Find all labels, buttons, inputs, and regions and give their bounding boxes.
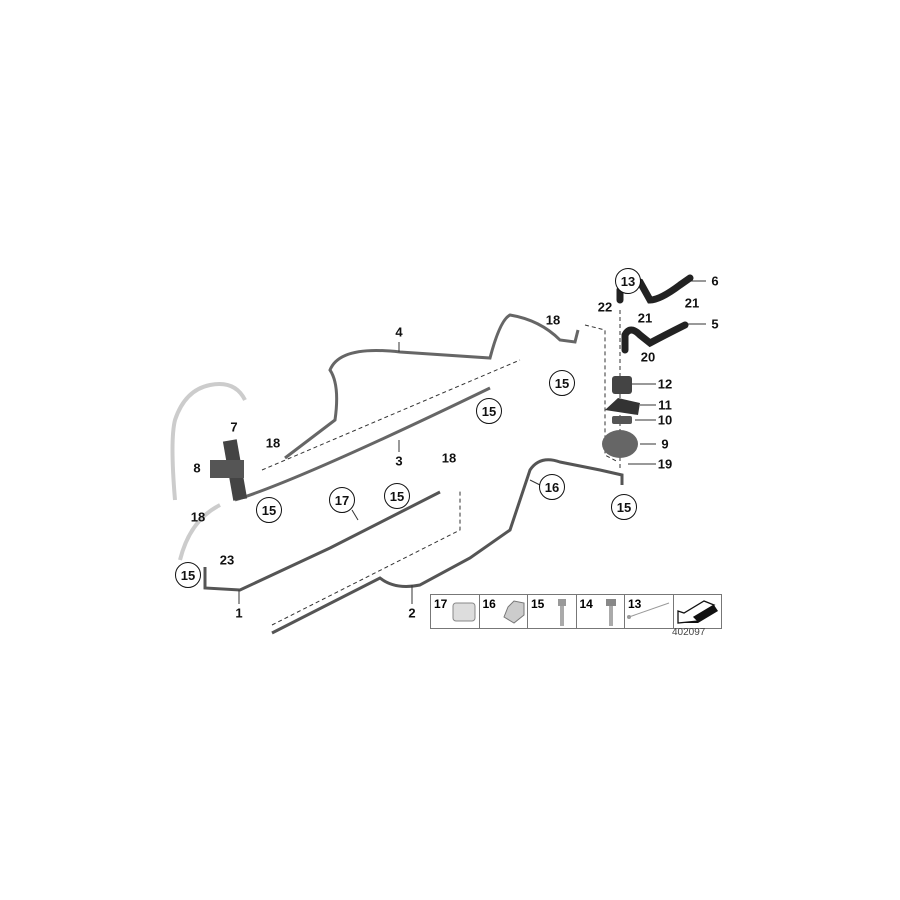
hose-5 [621,321,689,354]
callout: 1 [235,605,243,621]
callout: 15 [384,483,410,509]
hose-3 [234,386,491,502]
callout: 10 [657,412,673,428]
callout: 22 [597,299,613,315]
part-12 [612,376,632,394]
callout: 11 [658,397,672,413]
callout: 15 [476,398,502,424]
part-8 [210,460,244,478]
parts-cell-14: 14 [577,595,625,628]
small-parts-table: 17 16 15 14 13 [430,594,722,629]
callout: 15 [175,562,201,588]
part-9 [602,430,638,458]
callout: 13 [615,268,641,294]
direction-arrow-icon [676,600,718,624]
hex-bolt-icon [605,599,616,626]
callout: 9 [661,436,669,452]
part-11 [605,398,640,415]
callout: 19 [657,456,673,472]
parts-cell-17: 17 [431,595,480,628]
callout: 16 [539,474,565,500]
callout: 3 [395,453,403,469]
callout: 18 [190,509,206,525]
part-number: 16 [482,597,496,611]
callout: 21 [637,310,653,326]
diagram-reference-number: 402097 [672,627,706,638]
parts-cell-15: 15 [528,595,577,628]
part-number: 14 [579,597,593,611]
part-number: 13 [628,597,642,611]
cable-tie-icon [627,602,670,619]
callout: 17 [329,487,355,513]
parts-cell-13: 13 [625,595,674,628]
part-10 [612,416,632,424]
ghost-harness [170,382,247,561]
callout: 18 [441,450,457,466]
callout: 15 [256,497,282,523]
callout: 7 [230,419,238,435]
callout: 12 [657,376,673,392]
callout: 15 [549,370,575,396]
hose-2 [271,458,624,635]
callout: 15 [611,494,637,520]
callout: 8 [193,460,201,476]
leader-lines [238,280,706,604]
callout: 18 [265,435,281,451]
hose-1 [203,490,441,592]
callout: 6 [711,273,719,289]
hose-4 [284,313,580,460]
bracket-clip-icon [502,600,524,624]
part-number: 17 [434,597,448,611]
callout: 21 [684,295,700,311]
callout: 18 [545,312,561,328]
parts-cell-arrow [674,595,722,628]
clip-icon [452,602,476,622]
callout: 5 [711,316,719,332]
hex-socket-bolt-icon [558,599,566,626]
callout: 2 [408,605,416,621]
part-number: 15 [531,597,545,611]
callout: 23 [219,552,235,568]
parts-cell-16: 16 [480,595,528,628]
callout: 4 [395,324,403,340]
callout: 20 [640,349,656,365]
